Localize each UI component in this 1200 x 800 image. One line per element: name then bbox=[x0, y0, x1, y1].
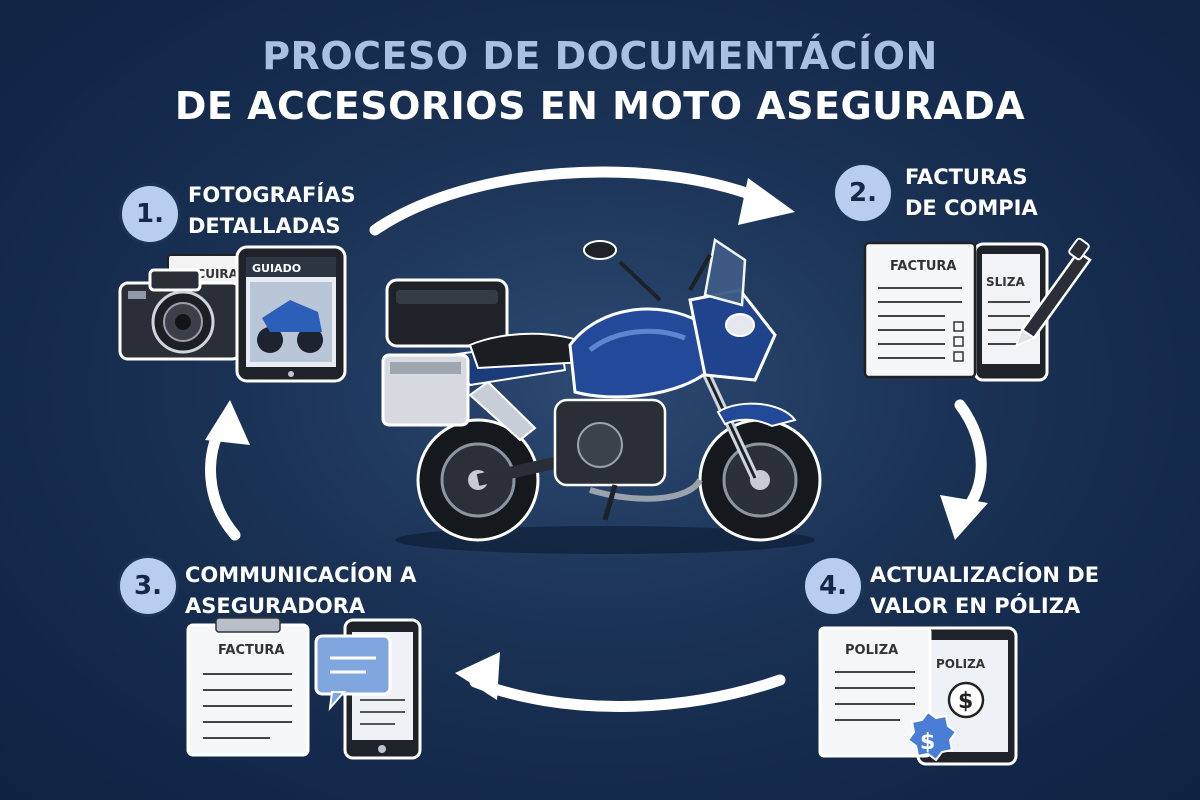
svg-text:$: $ bbox=[920, 730, 935, 755]
step-1-line-1: FOTOGRAFÍAS bbox=[188, 183, 356, 207]
step-1-line-2: DETALLADAS bbox=[188, 214, 341, 238]
step-1-illustration: FOCUIRA GUIADO bbox=[118, 245, 347, 383]
step-2-number: 2. bbox=[835, 165, 891, 221]
step-4-screen-text: POLIZA bbox=[936, 657, 986, 671]
title-line-2: DE ACCESORIOS EN MOTO ASEGURADA bbox=[174, 84, 1026, 128]
title-line-1: PROCESO DE DOCUMENTÁCÍON bbox=[262, 34, 938, 78]
arrow-bottom bbox=[469, 674, 786, 712]
step-4-illustration: POLIZA $ POLIZA $ bbox=[818, 626, 1018, 766]
chat-bubble-icon bbox=[314, 634, 392, 712]
motorcycle-icon bbox=[381, 237, 822, 554]
step-3-line-1: COMMUNICACÍON A bbox=[185, 563, 417, 587]
step-4-line-2: VALOR EN PÓLIZA bbox=[870, 594, 1081, 618]
step-4-doc-text: POLIZA bbox=[845, 643, 898, 658]
step-1-screen-text: GUIADO bbox=[252, 262, 301, 275]
step-4-line-1: ACTUALIZACÍON DE bbox=[870, 563, 1100, 587]
pen-icon bbox=[1014, 237, 1092, 348]
step-2-line-2: DE COMPIA bbox=[905, 196, 1038, 220]
dollar-badge-icon: $ bbox=[906, 710, 958, 762]
tablet-icon: POLIZA $ bbox=[916, 626, 1018, 766]
step-1-number: 1. bbox=[122, 186, 178, 242]
step-1-label: FOTOGRAFÍAS DETALLADAS bbox=[188, 180, 356, 242]
tablet-icon: SLIZA bbox=[973, 242, 1049, 382]
arrow-bottom-head bbox=[455, 652, 500, 700]
step-3-label: COMMUNICACÍON A ASEGURADORA bbox=[185, 560, 416, 622]
policy-document-icon: POLIZA bbox=[818, 626, 932, 758]
step-3-number: 3. bbox=[120, 558, 176, 614]
clipboard-icon: FACTURA bbox=[186, 617, 310, 757]
step-4-number: 4. bbox=[805, 558, 861, 614]
step-3-line-2: ASEGURADORA bbox=[185, 594, 366, 618]
tablet-icon: GUIADO bbox=[235, 245, 347, 383]
arrow-left-head bbox=[205, 400, 250, 445]
step-3-doc-text: FACTURA bbox=[218, 643, 285, 658]
camera-icon bbox=[118, 268, 242, 361]
arrow-top bbox=[369, 166, 766, 236]
svg-text:$: $ bbox=[958, 689, 973, 714]
step-2-screen-text: SLIZA bbox=[986, 275, 1025, 289]
step-2-label: FACTURAS DE COMPIA bbox=[905, 162, 1038, 224]
step-2-doc-text: FACTURA bbox=[890, 259, 957, 274]
step-2-illustration: SLIZA FACTURA bbox=[863, 237, 1092, 382]
arrow-right-head bbox=[940, 495, 988, 540]
arrow-top-head bbox=[738, 178, 795, 225]
step-2-line-1: FACTURAS bbox=[905, 165, 1028, 189]
step-3-illustration: FACTURA bbox=[186, 617, 422, 760]
invoice-icon: FACTURA bbox=[863, 241, 977, 379]
step-4-label: ACTUALIZACÍON DE VALOR EN PÓLIZA bbox=[870, 560, 1099, 622]
